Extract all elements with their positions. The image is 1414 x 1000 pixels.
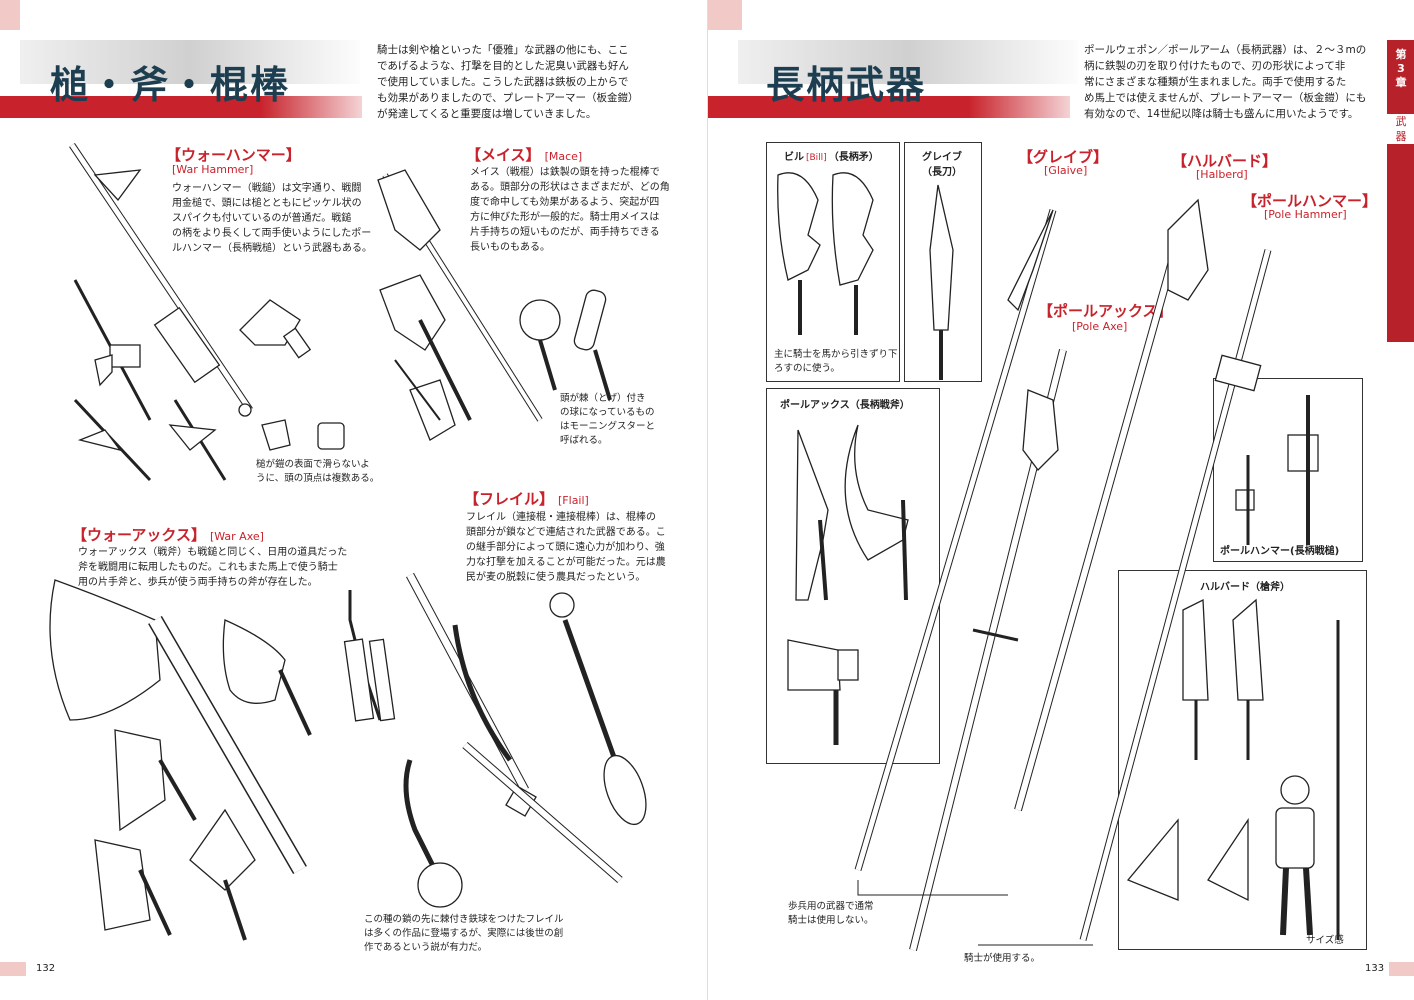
page-number: 132 <box>36 963 56 974</box>
waraxe-title: 【ウォーアックス】 <box>72 526 206 544</box>
chapter-subject: 武 器 <box>1387 114 1414 144</box>
flail-heading: 【フレイル】[Flail] <box>464 488 589 509</box>
mace-caption: 頭が棘（とげ）付き の球になっているもの はモーニングスターと 呼ばれる。 <box>560 393 656 446</box>
infantry-caption: 歩兵用の武器で通常 騎士は使用しない。 <box>788 901 874 926</box>
flail-title: 【フレイル】 <box>464 490 555 508</box>
bill-en: [Bill] <box>806 153 827 163</box>
mace-en: [Mace] <box>544 150 583 163</box>
poleaxe-heading: 【ポールアックス】 <box>1038 302 1173 320</box>
page-number: 133 <box>1365 963 1385 974</box>
bill-caption: 主に騎士を馬から引きずり下 ろすのに使う。 <box>774 349 898 374</box>
knight-caption: 騎士が使用する。 <box>964 953 1041 964</box>
warhammer-caption: 槌が鎧の表面で滑らないよ うに、頭の頂点は複数ある。 <box>256 459 380 484</box>
intro-text: 騎士は剣や槍といった「優雅」な武器の他にも、ここ であげるような、打撃を目的とし… <box>377 44 639 120</box>
top-corner-decoration <box>0 0 20 30</box>
pagenum-decoration <box>1389 962 1414 976</box>
page-title: 槌・斧・棍棒 <box>50 62 291 107</box>
chapter-number: 第 3 章 <box>1395 48 1407 89</box>
pagenum-decoration <box>0 962 26 976</box>
glaive-box-label: グレイブ （長刀） <box>922 152 962 178</box>
title-red-band <box>0 96 362 118</box>
halberd-heading: 【ハルバード】 <box>1172 152 1278 170</box>
title-red-band <box>708 96 1070 118</box>
mace-title: 【メイス】 <box>466 146 541 164</box>
size-caption: サイズ感 <box>1306 935 1344 946</box>
poleaxe-box-label: ポールアックス（長柄戦斧） <box>780 400 910 411</box>
title-shadow-band <box>20 40 360 84</box>
flail-en: [Flail] <box>558 494 589 507</box>
glaive-heading: 【グレイブ】 <box>1018 148 1109 166</box>
left-page: 槌・斧・棍棒 騎士は剣や槍といった「優雅」な武器の他にも、ここ であげるような、… <box>0 0 670 976</box>
polehammer-box-label: ポールハンマー(長柄戦槌) <box>1220 546 1340 557</box>
mace-heading: 【メイス】[Mace] <box>466 144 582 165</box>
waraxe-heading: 【ウォーアックス】[War Axe] <box>72 524 264 545</box>
bill-jp: （長柄矛） <box>828 152 879 163</box>
intro-text: ポールウェポン／ポールアーム（長柄武器）は、２〜３mの 柄に鉄製の刃を取り付けた… <box>1084 44 1367 120</box>
mace-body: メイス（戦棍）は鉄製の頭を持った棍棒で ある。頭部分の形状はさまざまだが、どの角… <box>470 167 670 253</box>
mace-illustration <box>377 169 612 441</box>
polearm-illustrations <box>777 172 1340 951</box>
warhammer-body: ウォーハンマー（戦鎚）は文字通り、戦闘 用金槌で、頭には槌とともにピッケル状の … <box>172 183 372 254</box>
polehammer-heading: 【ポールハンマー】 <box>1242 192 1378 210</box>
warhammer-en: [War Hammer] <box>172 163 254 176</box>
bill-name: ビル <box>784 152 804 163</box>
page-title: 長柄武器 <box>766 62 927 107</box>
glaive-en: [Glaive] <box>1044 164 1088 177</box>
flail-caption: この種の鎖の先に棘付き鉄球をつけたフレイル は多くの作品に登場するが、実際には後… <box>364 914 564 953</box>
chapter-tab[interactable]: 第 3 章 武 器 <box>1387 40 1414 342</box>
halberd-en: [Halberd] <box>1196 168 1248 181</box>
flail-illustration <box>343 572 647 908</box>
warhammer-heading: 【ウォーハンマー】 <box>166 146 301 164</box>
warhammer-illustration <box>69 143 345 482</box>
bill-label: ビル[Bill]（長柄矛） <box>784 148 879 163</box>
right-page: 長柄武器 ポールウェポン／ポールアーム（長柄武器）は、２〜３mの 柄に鉄製の刃を… <box>707 0 1414 1000</box>
waraxe-en: [War Axe] <box>209 530 264 543</box>
flail-body: フレイル（連接棍・連接棍棒）は、棍棒の 頭部分が鎖などで連結された武器である。こ… <box>466 512 666 583</box>
polehammer-en: [Pole Hammer] <box>1264 208 1347 221</box>
title-shadow-band <box>738 40 1078 84</box>
poleaxe-en: [Pole Axe] <box>1072 320 1128 333</box>
waraxe-illustration <box>49 579 312 941</box>
waraxe-body: ウォーアックス（戦斧）も戦鎚と同じく、日用の道具だった 斧を戦闘用に転用したもの… <box>78 547 348 588</box>
halberd-box-label: ハルバード（槍斧） <box>1200 582 1290 593</box>
top-corner-decoration <box>708 0 742 30</box>
